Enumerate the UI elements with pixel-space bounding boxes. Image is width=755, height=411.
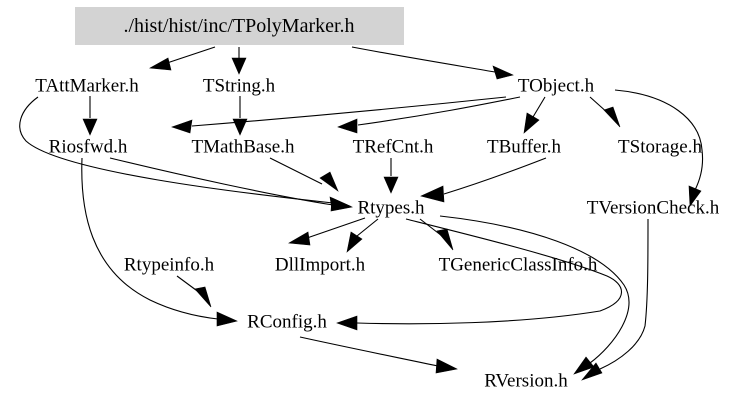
- graph-edge: [166, 46, 216, 64]
- graph-node-TAttMarker[interactable]: TAttMarker.h: [35, 75, 139, 97]
- arrowhead-icon: [337, 118, 358, 134]
- arrowhead-icon: [573, 356, 595, 375]
- arrowhead-icon: [436, 228, 454, 251]
- arrowhead-icon: [523, 112, 540, 134]
- arrowhead-icon: [231, 57, 247, 75]
- graph-node-TObject[interactable]: TObject.h: [517, 75, 595, 97]
- arrowhead-icon: [149, 57, 172, 71]
- graph-node-Rtypes[interactable]: Rtypes.h: [357, 197, 425, 219]
- graph-node-TVersionCheck[interactable]: TVersionCheck.h: [586, 197, 720, 219]
- graph-edge: [599, 218, 649, 370]
- graph-edge: [269, 157, 323, 185]
- arrowhead-icon: [171, 119, 193, 134]
- arrowhead-icon: [216, 311, 238, 327]
- arrowhead-icon: [194, 286, 212, 308]
- graph-node-TBuffer[interactable]: TBuffer.h: [486, 136, 562, 158]
- graph-node-TMathBase[interactable]: TMathBase.h: [191, 136, 295, 158]
- graph-edge: [356, 218, 379, 237]
- edges-group: [19, 46, 704, 381]
- graph-node-TStorage[interactable]: TStorage.h: [618, 136, 702, 158]
- graph-node-TRefCnt[interactable]: TRefCnt.h: [352, 136, 434, 158]
- graph-edge: [439, 215, 630, 364]
- arrowhead-icon: [603, 106, 621, 128]
- graph-edge: [299, 336, 439, 367]
- graph-node-RConfig[interactable]: RConfig.h: [247, 311, 327, 333]
- graph-edge: [614, 89, 704, 191]
- graph-edge: [351, 46, 496, 73]
- graph-edge: [81, 157, 219, 320]
- arrowhead-icon: [420, 185, 445, 203]
- graph-edge: [109, 157, 334, 206]
- graph-node-Riosfwd[interactable]: Riosfwd.h: [48, 136, 128, 158]
- graph-edge: [19, 96, 334, 204]
- graph-edge: [191, 96, 507, 127]
- arrowhead-icon: [346, 231, 363, 253]
- graph-edge: [356, 218, 622, 325]
- graph-edge: [357, 96, 521, 126]
- graph-node-DllImport[interactable]: DllImport.h: [274, 254, 366, 276]
- arrowhead-icon: [319, 171, 339, 192]
- arrowhead-icon: [232, 118, 248, 136]
- root-node-box: [75, 7, 404, 45]
- graph-node-TGenericClassInfo[interactable]: TGenericClassInfo.h: [438, 254, 598, 276]
- graph-edge: [443, 157, 547, 195]
- graph-node-root[interactable]: ./hist/hist/inc/TPolyMarker.h: [123, 15, 355, 37]
- graph-node-RVersion[interactable]: RVersion.h: [484, 370, 568, 392]
- arrowhead-icon: [330, 197, 353, 212]
- arrowhead-icon: [82, 118, 98, 136]
- graph-node-TString[interactable]: TString.h: [202, 75, 276, 97]
- arrowhead-icon: [492, 65, 514, 80]
- arrowhead-icon: [581, 362, 603, 381]
- arrowhead-icon: [435, 358, 458, 374]
- graph-edge: [306, 217, 366, 239]
- arrowhead-icon: [688, 185, 702, 207]
- graph-edge: [532, 96, 546, 118]
- arrowhead-icon: [336, 315, 358, 331]
- arrowhead-icon: [383, 176, 399, 194]
- graph-edge: [419, 218, 443, 237]
- arrowhead-icon: [288, 231, 311, 246]
- graph-node-Rtypeinfo[interactable]: Rtypeinfo.h: [123, 254, 215, 276]
